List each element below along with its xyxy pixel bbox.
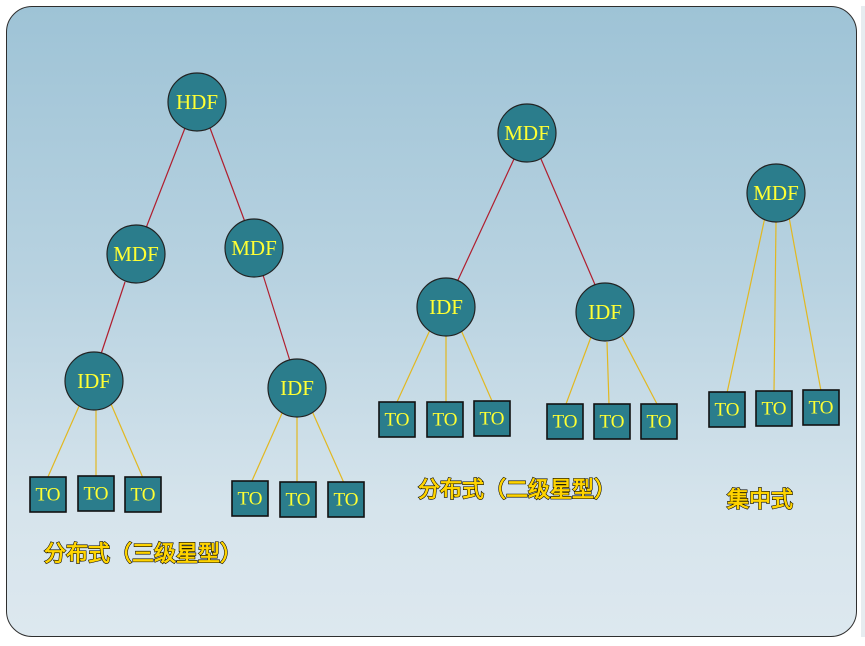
link-idf-to xyxy=(46,403,81,480)
to-box: TO xyxy=(77,475,115,512)
to-label: TO xyxy=(600,412,625,433)
idf-label: IDF xyxy=(77,369,111,393)
to-label: TO xyxy=(715,400,740,421)
mdf-node: MDF xyxy=(106,224,166,284)
hdf-node: HDF xyxy=(167,72,227,132)
mdf-label: MDF xyxy=(753,181,799,205)
three-level-star-tree: HDF MDF MDF IDF IDF TO TO TO xyxy=(29,72,365,568)
mdf-node: MDF xyxy=(746,163,806,223)
mdf-node: MDF xyxy=(497,103,557,163)
idf-node: IDF xyxy=(416,277,476,337)
idf-node: IDF xyxy=(64,351,124,411)
to-label: TO xyxy=(286,490,311,511)
caption-two-level: 分布式（二级星型） xyxy=(418,477,616,503)
link-idf-to xyxy=(565,336,592,405)
to-box: TO xyxy=(802,389,840,426)
link-mdf-idf-right xyxy=(540,158,597,288)
to-box: TO xyxy=(279,481,317,518)
to-box: TO xyxy=(327,481,365,518)
link-mdf-to xyxy=(773,221,777,393)
to-box: TO xyxy=(426,401,464,438)
to-box: TO xyxy=(546,403,584,440)
to-box: TO xyxy=(708,391,746,428)
link-mdf-to xyxy=(788,216,822,392)
to-box: TO xyxy=(593,403,631,440)
caption-three-level: 分布式（三级星型） xyxy=(44,541,242,567)
idf-node: IDF xyxy=(267,358,327,418)
caption-centralized: 集中式 xyxy=(726,487,793,513)
to-label: TO xyxy=(238,489,263,510)
link-mdf-idf-left xyxy=(100,281,126,355)
to-box: TO xyxy=(473,400,511,437)
to-box: TO xyxy=(124,476,162,513)
to-label: TO xyxy=(433,410,458,431)
mdf-label: MDF xyxy=(113,242,159,266)
to-label: TO xyxy=(131,485,156,506)
mdf-label: MDF xyxy=(504,121,550,145)
link-mdf-idf-left xyxy=(457,158,515,281)
to-label: TO xyxy=(762,399,787,420)
link-idf-to xyxy=(250,410,284,484)
idf-label: IDF xyxy=(588,300,622,324)
to-label: TO xyxy=(385,410,410,431)
to-box: TO xyxy=(29,476,67,513)
to-box: TO xyxy=(231,480,269,517)
idf-label: IDF xyxy=(429,295,463,319)
to-label: TO xyxy=(334,490,359,511)
to-label: TO xyxy=(480,409,505,430)
idf-node: IDF xyxy=(575,282,635,342)
link-mdf-idf-right xyxy=(262,274,291,362)
link-idf-to xyxy=(460,329,493,402)
link-idf-to xyxy=(621,336,658,405)
centralized-star-tree: MDF TO TO TO 集中式 xyxy=(708,163,840,514)
to-label: TO xyxy=(553,412,578,433)
to-box: TO xyxy=(755,390,793,427)
to-box: TO xyxy=(378,401,416,438)
mdf-label: MDF xyxy=(231,236,277,260)
two-level-star-tree: MDF IDF IDF TO TO TO TO TO xyxy=(378,103,678,504)
link-mdf-to xyxy=(726,216,766,394)
link-idf-to xyxy=(311,410,345,484)
to-label: TO xyxy=(809,398,834,419)
link-idf-to xyxy=(396,329,431,403)
to-label: TO xyxy=(647,412,672,433)
link-hdf-mdf-left xyxy=(145,127,186,229)
link-hdf-mdf-right xyxy=(209,127,246,223)
right-edge-bar xyxy=(861,6,865,637)
idf-label: IDF xyxy=(280,376,314,400)
to-label: TO xyxy=(36,485,61,506)
link-idf-to xyxy=(606,341,610,405)
hdf-label: HDF xyxy=(176,90,218,114)
to-box: TO xyxy=(640,403,678,440)
to-label: TO xyxy=(84,484,109,505)
link-idf-to xyxy=(110,403,144,479)
mdf-node: MDF xyxy=(224,218,284,278)
